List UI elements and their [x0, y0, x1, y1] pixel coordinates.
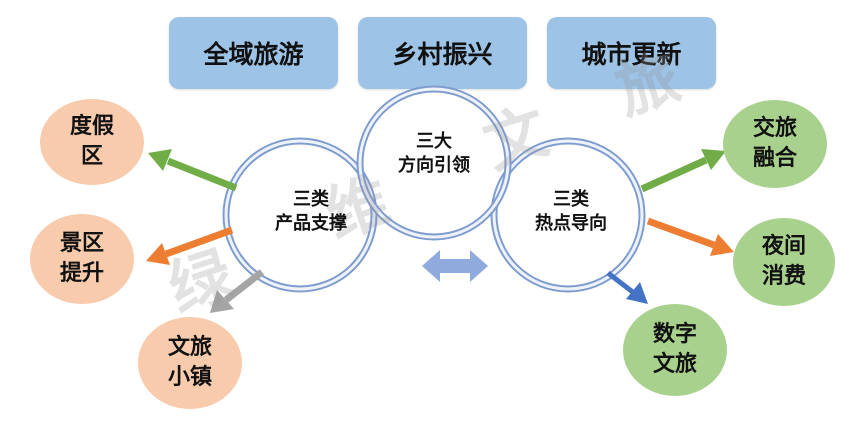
center-top-line1: 三大: [416, 131, 452, 152]
center-right-label: 三类 热点导向: [516, 188, 626, 237]
bubble-shuzi-wenlv: 数字 文旅: [623, 304, 727, 396]
ring-top: [356, 85, 512, 241]
top-box-xiangcun-zhenxing: 乡村振兴: [358, 17, 527, 89]
arrow-to-jiaolv-ronghe: [640, 149, 726, 193]
ring-right: [490, 137, 646, 293]
bubble-dujia-qu: 度假 区: [40, 99, 144, 185]
bubble-line1: 数字: [652, 322, 697, 348]
bubble-wenlv-xiaozhen: 文旅 小镇: [138, 317, 242, 409]
bubble-line2: 提升: [59, 261, 104, 286]
bubble-jingqu-tisheng: 景区 提升: [30, 214, 134, 304]
bubble-line1: 文旅: [167, 335, 212, 361]
center-left-line1: 三类: [293, 189, 329, 210]
bubble-line2: 融合: [752, 146, 797, 171]
center-left-label: 三类 产品支撑: [256, 188, 366, 237]
center-right-line1: 三类: [553, 189, 589, 210]
bubble-line2: 小镇: [167, 365, 212, 390]
bubble-line2: 消费: [761, 264, 806, 289]
bubble-yejian-xiaofei: 夜间 消费: [733, 218, 835, 306]
center-left-line2: 产品支撑: [275, 213, 347, 235]
bubble-line1: 景区: [59, 231, 104, 257]
center-right-line2: 热点导向: [535, 213, 607, 235]
bubble-line2: 区: [80, 144, 103, 169]
bubble-jiaolv-ronghe: 交旅 融合: [723, 100, 827, 188]
bubble-line1: 度假: [69, 114, 114, 140]
arrow-to-yejian-xiaofei: [646, 217, 734, 256]
arrow-to-jingqu-tisheng: [146, 226, 234, 265]
center-top-label: 三大 方向引领: [384, 130, 484, 179]
bubble-line1: 夜间: [761, 234, 806, 260]
bubble-line2: 文旅: [652, 352, 697, 377]
arrow-to-dujia-qu: [148, 149, 238, 192]
ring-left: [222, 137, 378, 293]
arrow-to-shuzi-wenlv: [606, 271, 648, 304]
bubble-line1: 交旅: [752, 116, 797, 142]
top-box-quanyu-lvyou: 全域旅游: [169, 17, 338, 89]
center-top-line2: 方向引领: [398, 155, 470, 177]
top-box-chengshi-gengxin: 城市更新: [547, 17, 716, 89]
double-arrow-icon: [422, 250, 488, 282]
arrow-to-wenlv-xiaozhen: [210, 269, 265, 313]
